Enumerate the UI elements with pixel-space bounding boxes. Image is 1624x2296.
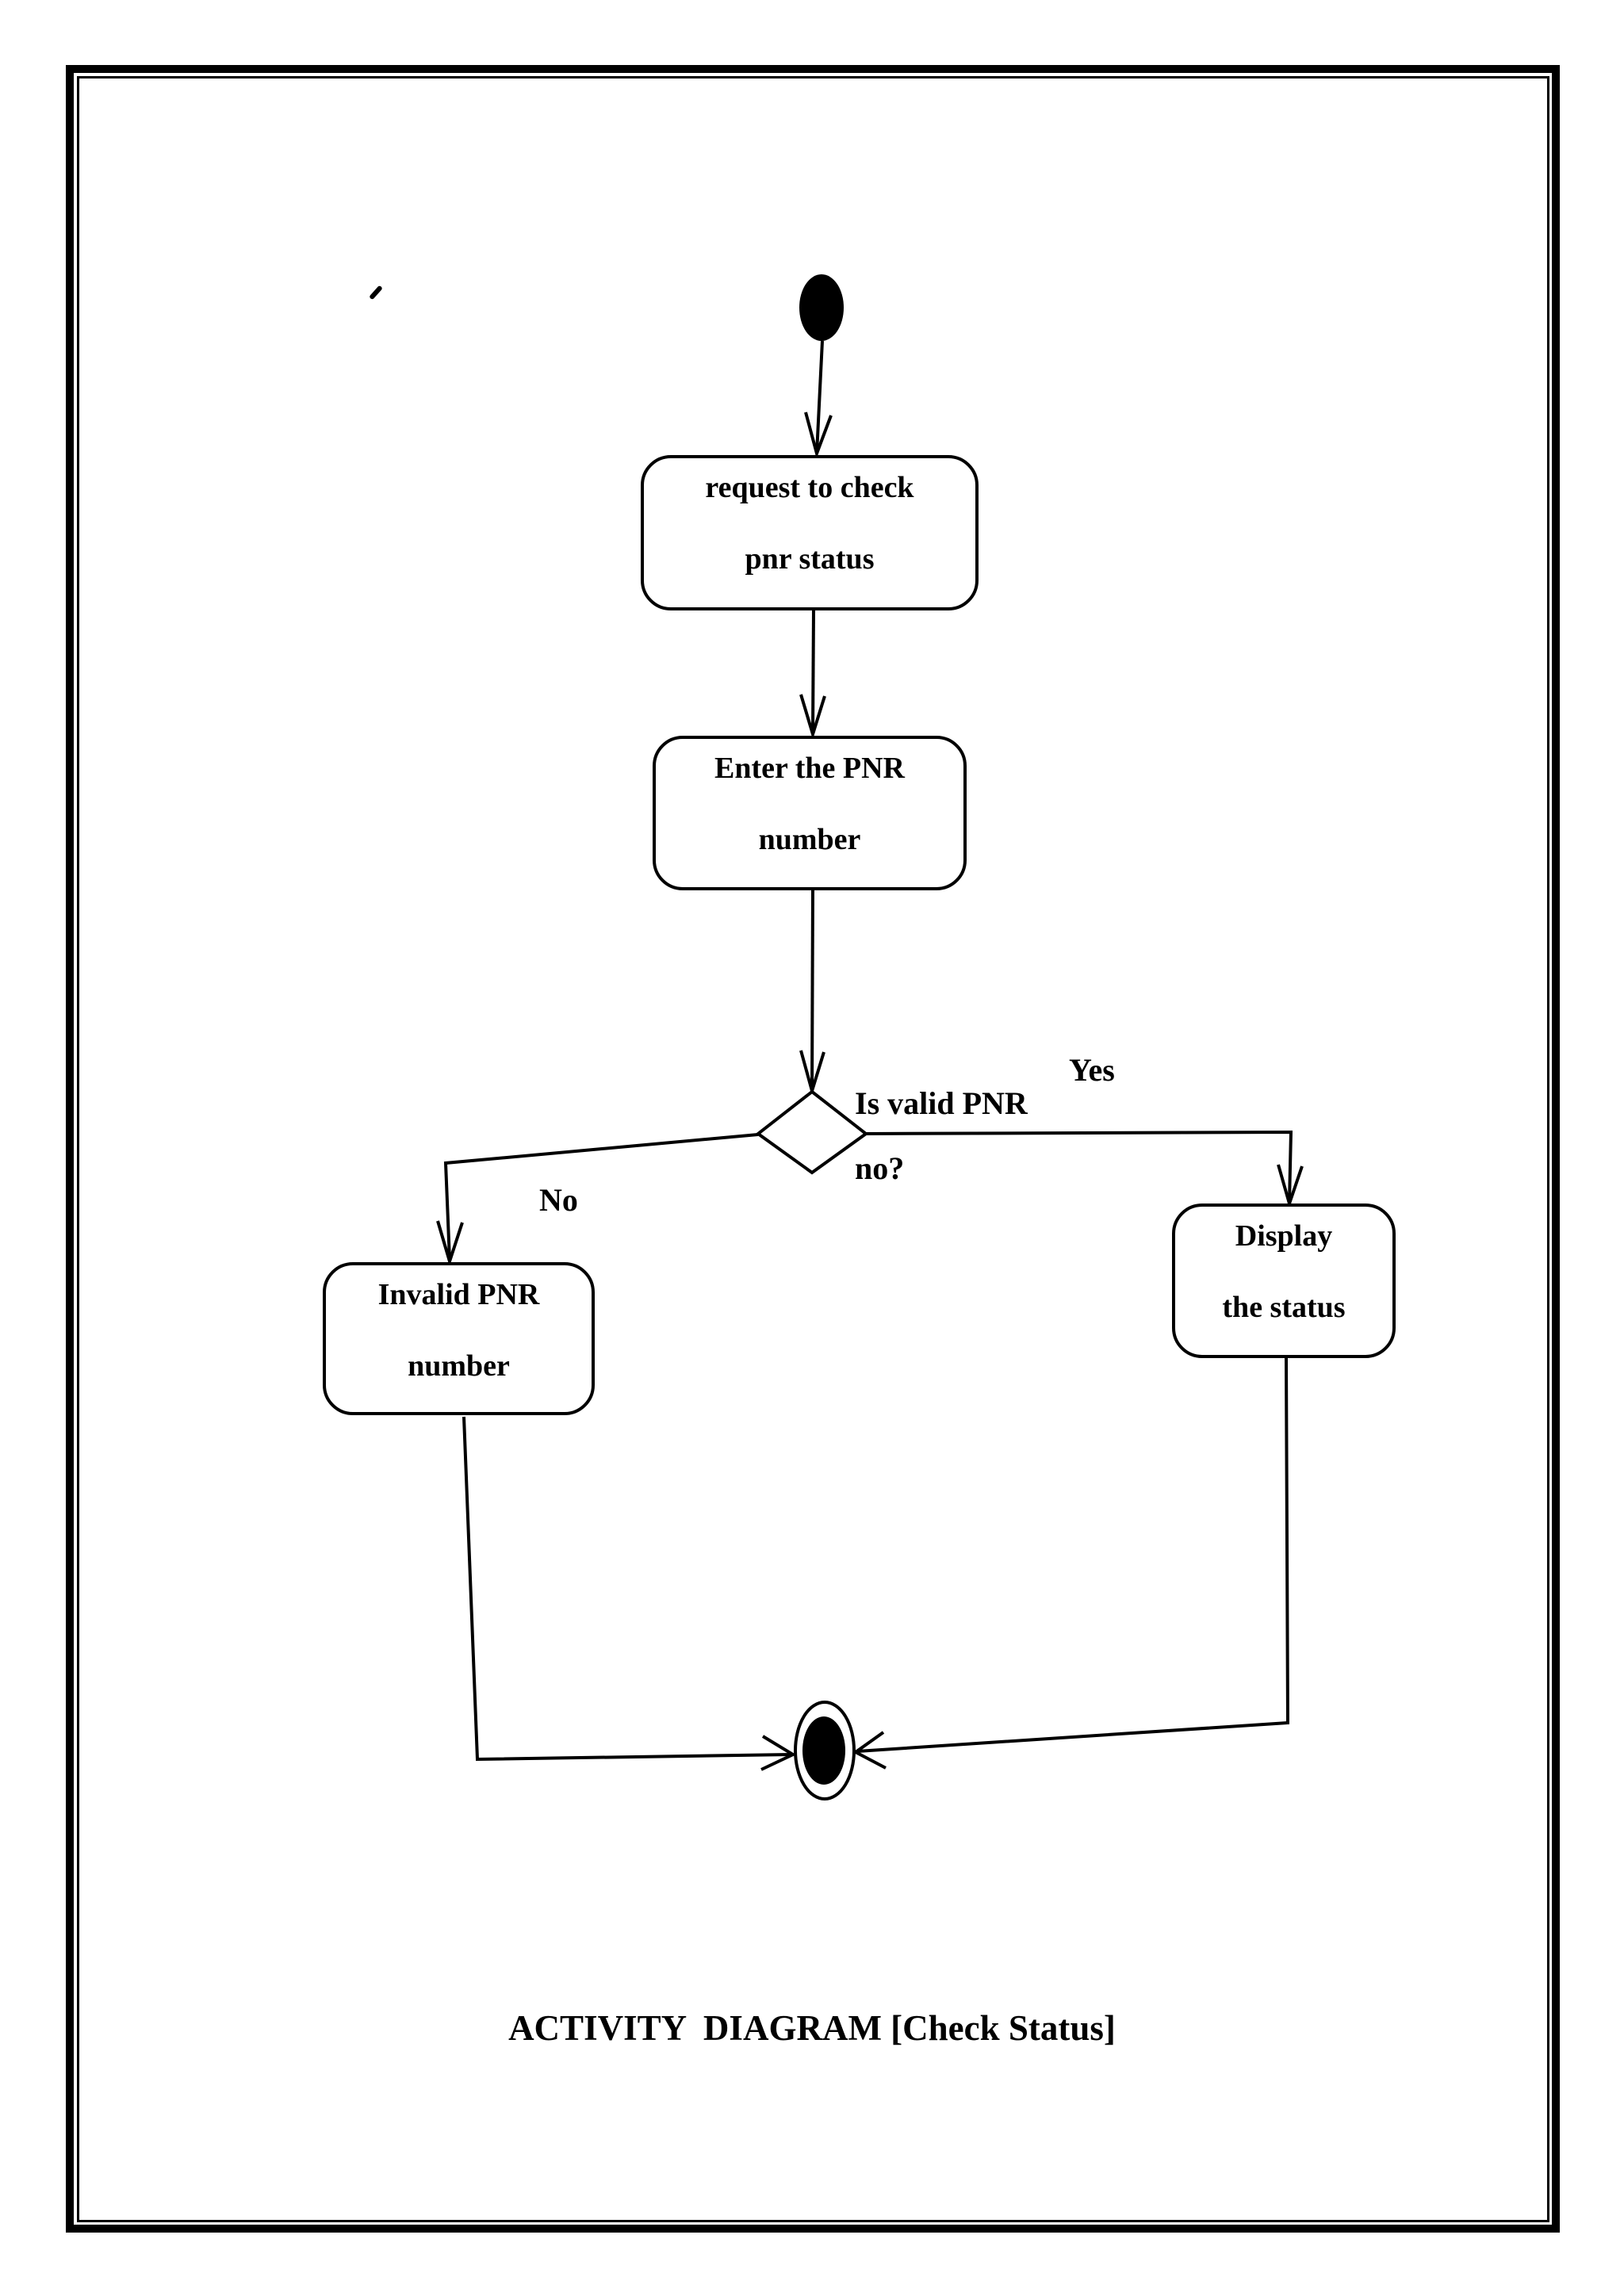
activity-request-to-check: request to check pnr status bbox=[641, 455, 979, 610]
page-border-inner bbox=[77, 76, 1549, 2222]
activity-label: number bbox=[408, 1349, 510, 1383]
activity-label: number bbox=[758, 823, 861, 856]
edge-label-yes: Yes bbox=[1069, 1052, 1115, 1088]
edge-start-to-request bbox=[804, 340, 833, 459]
page-border-outer bbox=[66, 65, 1560, 2233]
final-node-icon bbox=[794, 1701, 856, 1800]
activity-label: Display bbox=[1235, 1219, 1333, 1253]
activity-enter-pnr: Enter the PNR number bbox=[653, 736, 967, 890]
activity-label: Enter the PNR bbox=[714, 752, 905, 785]
edge-yes-to-display bbox=[865, 1130, 1304, 1209]
edge-enter-to-decision bbox=[799, 890, 825, 1097]
edge-no-to-invalid bbox=[436, 1133, 759, 1267]
activity-label: Invalid PNR bbox=[377, 1278, 540, 1311]
diagram-caption: ACTIVITY DIAGRAM [Check Status] bbox=[508, 2008, 1116, 2048]
activity-invalid-pnr: Invalid PNR number bbox=[323, 1262, 595, 1415]
edge-label-no: No bbox=[539, 1182, 578, 1218]
decision-question-label: Is valid PNR bbox=[855, 1085, 1028, 1121]
start-node-icon bbox=[799, 274, 844, 341]
edge-request-to-enter bbox=[799, 610, 826, 740]
decision-diamond bbox=[755, 1089, 869, 1175]
activity-label: request to check bbox=[705, 471, 914, 504]
edge-display-to-final bbox=[852, 1357, 1290, 1770]
activity-label: the status bbox=[1222, 1291, 1346, 1324]
activity-display-status: Display the status bbox=[1172, 1203, 1396, 1358]
activity-label: pnr status bbox=[745, 542, 875, 576]
decision-sublabel: no? bbox=[855, 1150, 905, 1186]
edge-invalid-to-final bbox=[462, 1416, 797, 1771]
